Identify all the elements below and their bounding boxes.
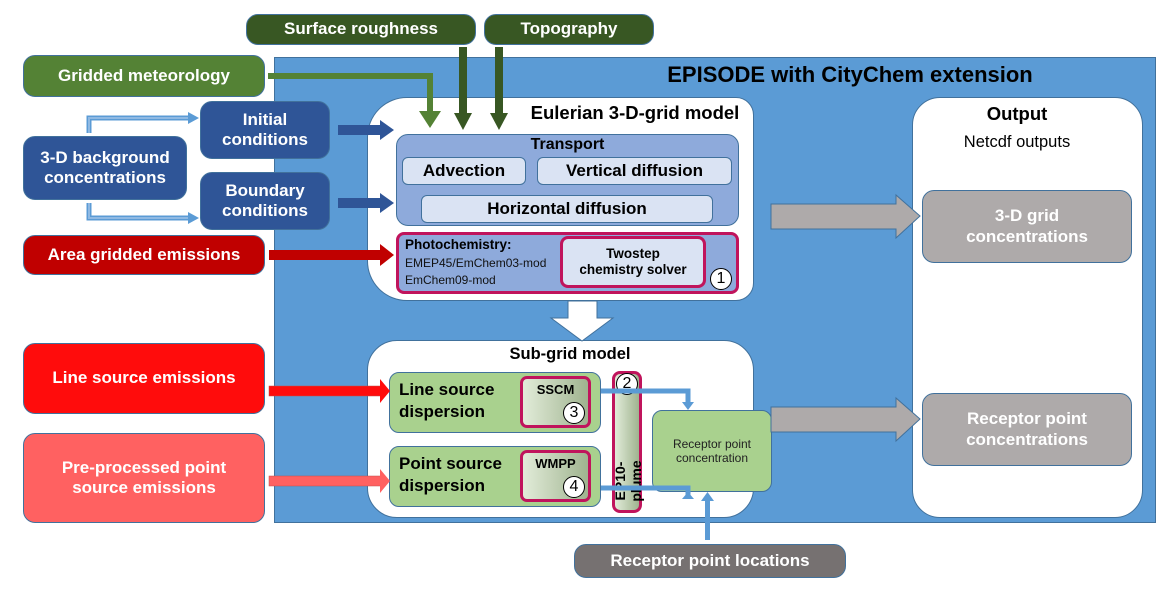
point-source-emissions-box: Pre-processed point source emissions	[23, 433, 265, 523]
topography-box: Topography	[484, 14, 654, 45]
receptor-locations-label: Receptor point locations	[610, 550, 810, 570]
marker-1: 1	[710, 268, 732, 290]
boundary-conditions-box: Boundary conditions	[200, 172, 330, 230]
area-gridded-emissions-box: Area gridded emissions	[23, 235, 265, 275]
photochemistry-mechanism-2: EmChem09-mod	[405, 273, 496, 287]
background-to-initial-arrow	[86, 112, 199, 133]
initial-conditions-arrow	[338, 120, 394, 140]
boundary-conditions-arrow	[338, 193, 394, 213]
line-emissions-arrow	[268, 379, 390, 403]
receptor-point-concentration-box: Receptor point concentration	[652, 410, 772, 492]
point-emissions-line2: source emissions	[72, 478, 216, 497]
point-source-dispersion-label: Point source dispersion	[399, 453, 502, 497]
eulerian-model-title: Eulerian 3-D-grid model	[530, 102, 740, 123]
output-receptor-line1: Receptor point	[967, 409, 1087, 429]
sscm-module-box: SSCM	[520, 376, 591, 428]
area-emissions-label: Area gridded emissions	[47, 244, 241, 264]
point-emissions-arrow	[268, 469, 390, 493]
grid-output-arrow	[770, 193, 921, 240]
output-grid-line1: 3-D grid	[994, 206, 1060, 226]
point-source-dispersion-line1: Point source	[399, 454, 502, 473]
line-emissions-label: Line source emissions	[52, 368, 236, 388]
gridded-meteorology-label: Gridded meteorology	[58, 65, 230, 85]
receptor-output-arrow	[770, 396, 921, 443]
surface-roughness-arrow	[454, 47, 472, 130]
photochemistry-mechanism-1: EMEP45/EmChem03-mod	[405, 256, 547, 270]
twostep-solver-box: Twostep chemistry solver	[560, 236, 706, 288]
output-subtitle: Netcdf outputs	[963, 133, 1071, 151]
background-to-boundary-arrow	[86, 203, 199, 224]
output-title: Output	[986, 103, 1048, 124]
line-source-emissions-box: Line source emissions	[23, 343, 265, 414]
vertical-diffusion-label: Vertical diffusion	[566, 160, 703, 180]
advection-label: Advection	[422, 160, 506, 180]
boundary-conditions-line2: conditions	[222, 201, 308, 220]
background-line2: concentrations	[44, 168, 166, 187]
line-source-dispersion-line1: Line source	[399, 380, 495, 399]
background-concentrations-box: 3-D background concentrations	[23, 136, 187, 200]
twostep-solver-line1: Twostep	[606, 245, 660, 261]
advection-box: Advection	[402, 157, 526, 185]
boundary-conditions-line1: Boundary	[225, 180, 305, 200]
background-line1: 3-D background	[40, 147, 170, 167]
eulerian-to-subgrid-arrow	[549, 300, 615, 342]
photochemistry-title: Photochemistry:	[405, 237, 512, 252]
marker-4: 4	[563, 476, 585, 498]
topography-arrow	[490, 47, 508, 130]
point-source-dispersion-line2: dispersion	[399, 476, 485, 496]
initial-conditions-line2: conditions	[222, 130, 308, 149]
line-source-dispersion-line2: dispersion	[399, 402, 485, 422]
point-emissions-line1: Pre-processed point	[61, 457, 227, 477]
initial-conditions-line1: Initial	[242, 109, 288, 129]
twostep-solver-line2: chemistry solver	[579, 262, 687, 277]
receptor-point-locations-box: Receptor point locations	[574, 544, 846, 578]
subgrid-model-title: Sub-grid model	[509, 345, 631, 363]
line-source-dispersion-label: Line source dispersion	[399, 379, 494, 423]
output-receptor-line2: concentrations	[966, 429, 1088, 449]
wmpp-label: WMPP	[535, 456, 576, 471]
output-receptor-box: Receptor point concentrations	[922, 393, 1132, 466]
sscm-label: SSCM	[536, 382, 575, 397]
receptor-locations-arrow	[701, 492, 714, 540]
horizontal-diffusion-box: Horizontal diffusion	[421, 195, 713, 223]
output-3d-grid-box: 3-D grid concentrations	[922, 190, 1132, 263]
surface-roughness-label: Surface roughness	[284, 19, 438, 39]
horizontal-diffusion-label: Horizontal diffusion	[487, 198, 647, 218]
gridded-meteorology-box: Gridded meteorology	[23, 55, 265, 97]
line-to-receptor-arrow	[601, 388, 694, 410]
initial-conditions-box: Initial conditions	[200, 101, 330, 159]
surface-roughness-box: Surface roughness	[246, 14, 476, 45]
marker-3: 3	[563, 402, 585, 424]
receptor-concentration-line2: concentration	[675, 451, 749, 465]
diagram-title: EPISODE with CityChem extension	[667, 62, 1033, 87]
meteorology-arrow	[268, 73, 441, 128]
vertical-diffusion-box: Vertical diffusion	[537, 157, 732, 185]
point-to-receptor-arrow	[601, 485, 694, 499]
output-grid-line2: concentrations	[966, 226, 1088, 246]
receptor-concentration-line1: Receptor point	[672, 436, 752, 451]
transport-title: Transport	[530, 136, 605, 153]
area-emissions-arrow	[269, 244, 394, 266]
topography-label: Topography	[520, 19, 618, 39]
